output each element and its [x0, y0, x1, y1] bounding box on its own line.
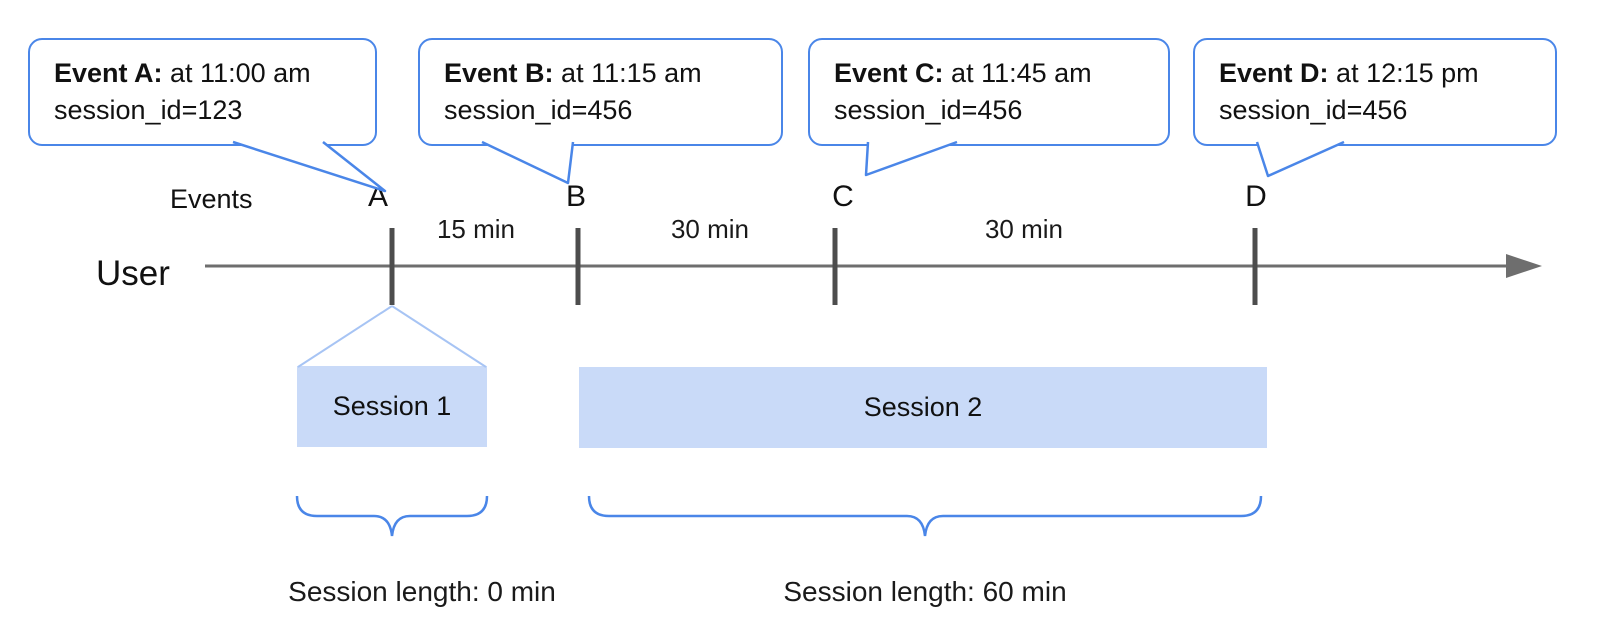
event-a-title: Event A: — [54, 58, 163, 88]
session-2-box: Session 2 — [579, 367, 1267, 448]
session-1-box: Session 1 — [297, 366, 487, 447]
event-letter-d: D — [1245, 180, 1267, 213]
events-axis-label: Events — [170, 184, 253, 214]
event-b-title: Event B: — [444, 58, 554, 88]
session-2-label: Session 2 — [863, 392, 983, 422]
event-c-title: Event C: — [834, 58, 944, 88]
event-letter-b: B — [565, 180, 587, 213]
event-c-callout: Event C: at 11:45 am session_id=456 — [808, 38, 1170, 146]
event-b-session-id: session_id=456 — [444, 95, 633, 125]
event-letter-a: A — [367, 180, 389, 213]
event-a-callout-tail — [232, 140, 387, 193]
session-1-length-label: Session length: 0 min — [288, 576, 556, 607]
event-a-session-id: session_id=123 — [54, 95, 243, 125]
event-d-title: Event D: — [1219, 58, 1329, 88]
event-d-time: at 12:15 pm — [1336, 58, 1479, 88]
event-b-line1: Event B: at 11:15 am — [444, 55, 781, 92]
session-2-brace — [587, 495, 1263, 537]
event-c-callout-tail — [864, 140, 958, 177]
funnel-line-right — [391, 305, 487, 368]
event-c-session-id: session_id=456 — [834, 95, 1023, 125]
user-axis-label: User — [96, 254, 170, 293]
event-a-callout: Event A: at 11:00 am session_id=123 — [28, 38, 377, 146]
session-2-length-label: Session length: 60 min — [783, 576, 1067, 607]
session-1-label: Session 1 — [332, 391, 452, 421]
session-1-brace — [295, 495, 489, 537]
event-letter-c: C — [832, 180, 854, 213]
timeline-arrowhead-icon — [1506, 254, 1542, 278]
funnel-line-left — [297, 305, 393, 368]
event-b-callout-tail — [481, 140, 575, 185]
event-d-callout: Event D: at 12:15 pm session_id=456 — [1193, 38, 1557, 146]
event-d-line1: Event D: at 12:15 pm — [1219, 55, 1555, 92]
interval-label-b-c: 30 min — [670, 214, 750, 244]
event-b-time: at 11:15 am — [561, 58, 702, 88]
event-d-session-id: session_id=456 — [1219, 95, 1408, 125]
event-c-time: at 11:45 am — [951, 58, 1092, 88]
event-c-line1: Event C: at 11:45 am — [834, 55, 1168, 92]
event-a-time: at 11:00 am — [170, 58, 311, 88]
event-a-line1: Event A: at 11:00 am — [54, 55, 375, 92]
interval-label-a-b: 15 min — [436, 214, 516, 244]
event-d-callout-tail — [1255, 140, 1345, 178]
interval-label-c-d: 30 min — [984, 214, 1064, 244]
event-b-callout: Event B: at 11:15 am session_id=456 — [418, 38, 783, 146]
